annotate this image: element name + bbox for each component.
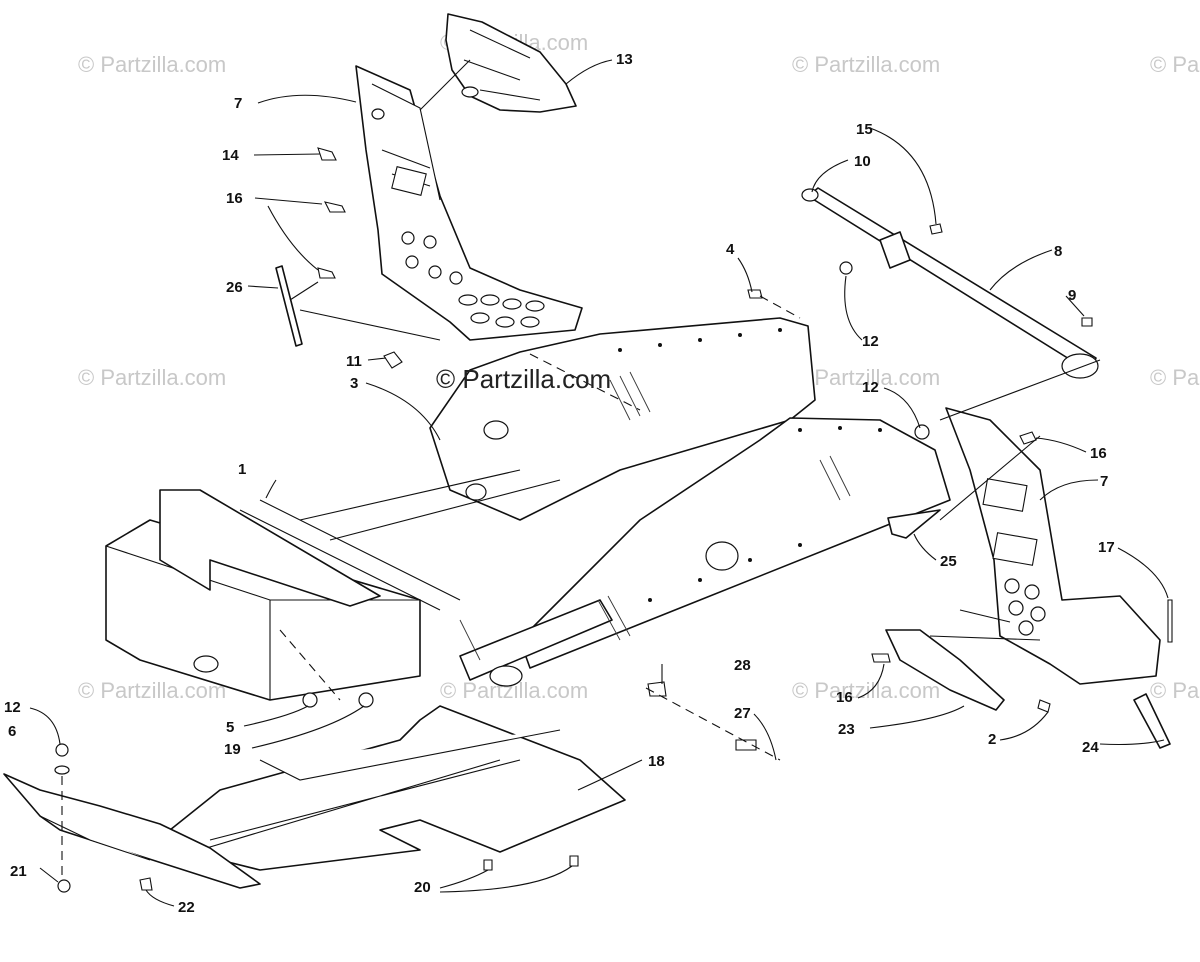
callout-16: 16 [836, 689, 853, 706]
callout-17: 17 [1098, 539, 1115, 556]
callout-3: 3 [350, 375, 358, 392]
callout-1: 1 [238, 461, 246, 478]
callout-10: 10 [854, 153, 871, 170]
watermark: © Partzilla.com [792, 52, 940, 77]
watermark: © Partzilla.com [792, 365, 940, 390]
callout-2: 2 [988, 731, 996, 748]
callout-27: 27 [734, 705, 751, 722]
watermark: © Partzilla.com [1150, 52, 1200, 77]
watermark: © Partzilla.com [792, 678, 940, 703]
watermark: © Partzilla.com [78, 678, 226, 703]
callout-7: 7 [1100, 473, 1108, 490]
callout-12: 12 [862, 333, 879, 350]
fasteners [54, 147, 1173, 893]
part-8-steering-shaft [801, 187, 1099, 379]
part-18-belly-pan [169, 705, 626, 871]
callout-leaders [29, 59, 1169, 907]
callout-12: 12 [4, 699, 21, 716]
part-7-right-bracket [945, 407, 1161, 685]
watermark: © Partzilla.com [1150, 365, 1200, 390]
callout-15: 15 [856, 121, 873, 138]
part-7-left-bracket [355, 65, 583, 341]
callout-18: 18 [648, 753, 665, 770]
callout-20: 20 [414, 879, 431, 896]
callout-22: 22 [178, 899, 195, 916]
callout-24: 24 [1082, 739, 1099, 756]
callout-28: 28 [734, 657, 751, 674]
center-watermark: © Partzilla.com [436, 364, 611, 394]
watermark: © Partzilla.com [78, 365, 226, 390]
callout-13: 13 [616, 51, 633, 68]
part-26-rod [275, 265, 303, 347]
part-1-chassis-frame [105, 317, 951, 701]
callout-7: 7 [234, 95, 242, 112]
callout-19: 19 [224, 741, 241, 758]
front-skid-plate [3, 773, 261, 889]
part-25-clip [887, 509, 941, 539]
callout-9: 9 [1068, 287, 1076, 304]
part-24-bracket [1133, 693, 1171, 749]
callout-16: 16 [1090, 445, 1107, 462]
part-13-cover [445, 13, 577, 113]
callout-21: 21 [10, 863, 27, 880]
callout-labels: 13 7 14 16 26 11 3 4 15 10 8 9 12 12 16 … [4, 51, 1115, 916]
part-23-bracket [885, 629, 1005, 711]
callout-8: 8 [1054, 243, 1062, 260]
watermarks: © Partzilla.com © Partzilla.com © Partzi… [78, 30, 1200, 703]
watermark: © Partzilla.com [1150, 678, 1200, 703]
watermark: © Partzilla.com [78, 52, 226, 77]
callout-4: 4 [726, 241, 735, 258]
callout-5: 5 [226, 719, 234, 736]
callout-26: 26 [226, 279, 243, 296]
callout-23: 23 [838, 721, 855, 738]
callout-16: 16 [226, 190, 243, 207]
callout-6: 6 [8, 723, 16, 740]
callout-25: 25 [940, 553, 957, 570]
callout-12: 12 [862, 379, 879, 396]
assembly-lines [61, 59, 1101, 880]
callout-11: 11 [346, 353, 362, 370]
callout-14: 14 [222, 147, 239, 164]
